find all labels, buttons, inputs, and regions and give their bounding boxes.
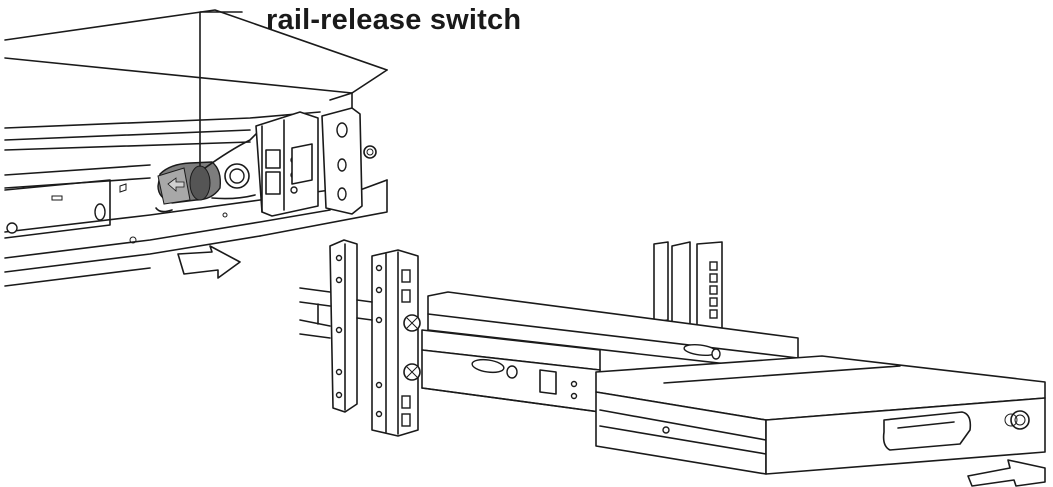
rack-posts — [329, 239, 723, 437]
callout-leader — [199, 11, 243, 167]
device-chassis — [595, 355, 1046, 487]
rail-release-switch-label: rail-release switch — [266, 4, 522, 36]
detail-view — [4, 9, 388, 287]
